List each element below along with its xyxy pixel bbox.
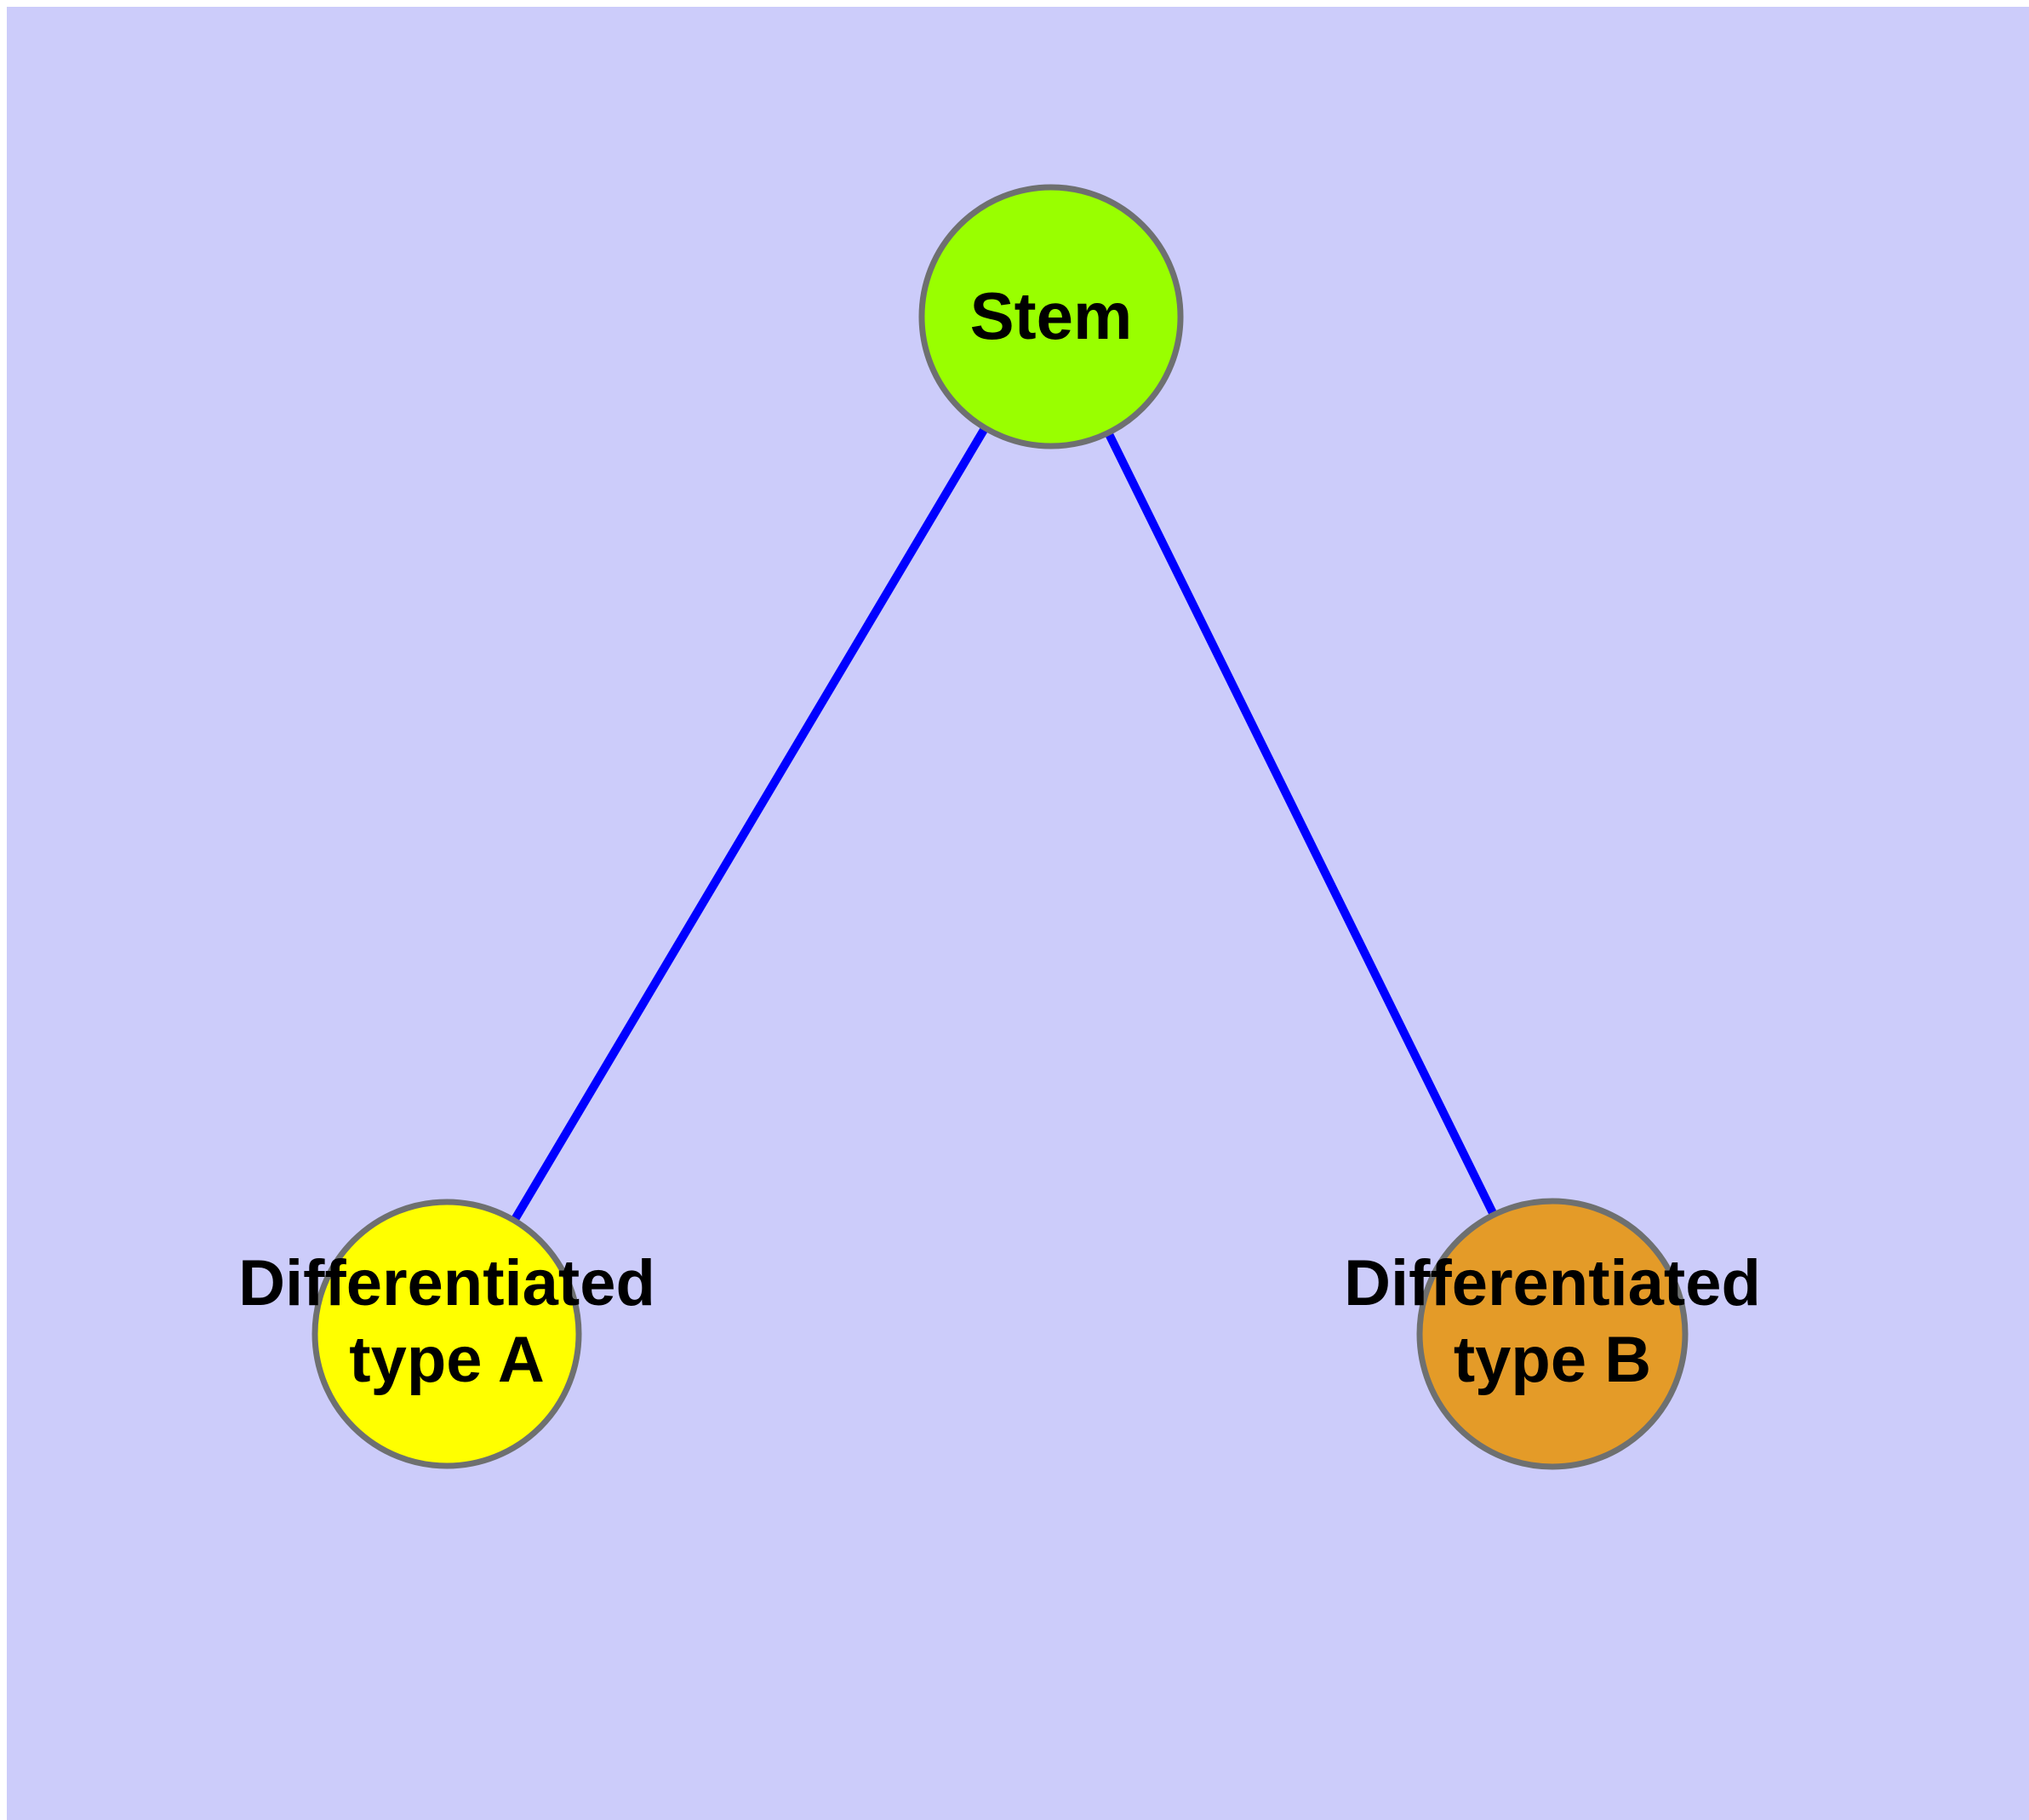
edge-stem-to-differentiated-type-a[interactable] (510, 426, 989, 1223)
node-label-differentiated-type-b-line2: type B (1454, 1324, 1651, 1396)
node-label-differentiated-type-b-line1: Differentiated (1344, 1247, 1761, 1319)
label-layer: Stem Differentiated type A Differentiate… (238, 278, 1761, 1396)
node-label-differentiated-type-a-line2: type A (349, 1324, 544, 1396)
node-label-stem: Stem (970, 278, 1133, 353)
node-circle-differentiated-type-b[interactable] (1416, 1198, 1689, 1470)
node-differentiated-type-b[interactable] (1416, 1198, 1689, 1470)
node-circle-differentiated-type-a[interactable] (311, 1199, 582, 1469)
edge-layer (510, 426, 1498, 1223)
node-differentiated-type-a[interactable] (311, 1199, 582, 1469)
node-circle-stem[interactable] (918, 184, 1184, 449)
node-label-differentiated-type-a-line1: Differentiated (238, 1247, 655, 1319)
edge-stem-to-differentiated-type-b[interactable] (1104, 431, 1498, 1217)
node-stem[interactable] (918, 184, 1184, 449)
